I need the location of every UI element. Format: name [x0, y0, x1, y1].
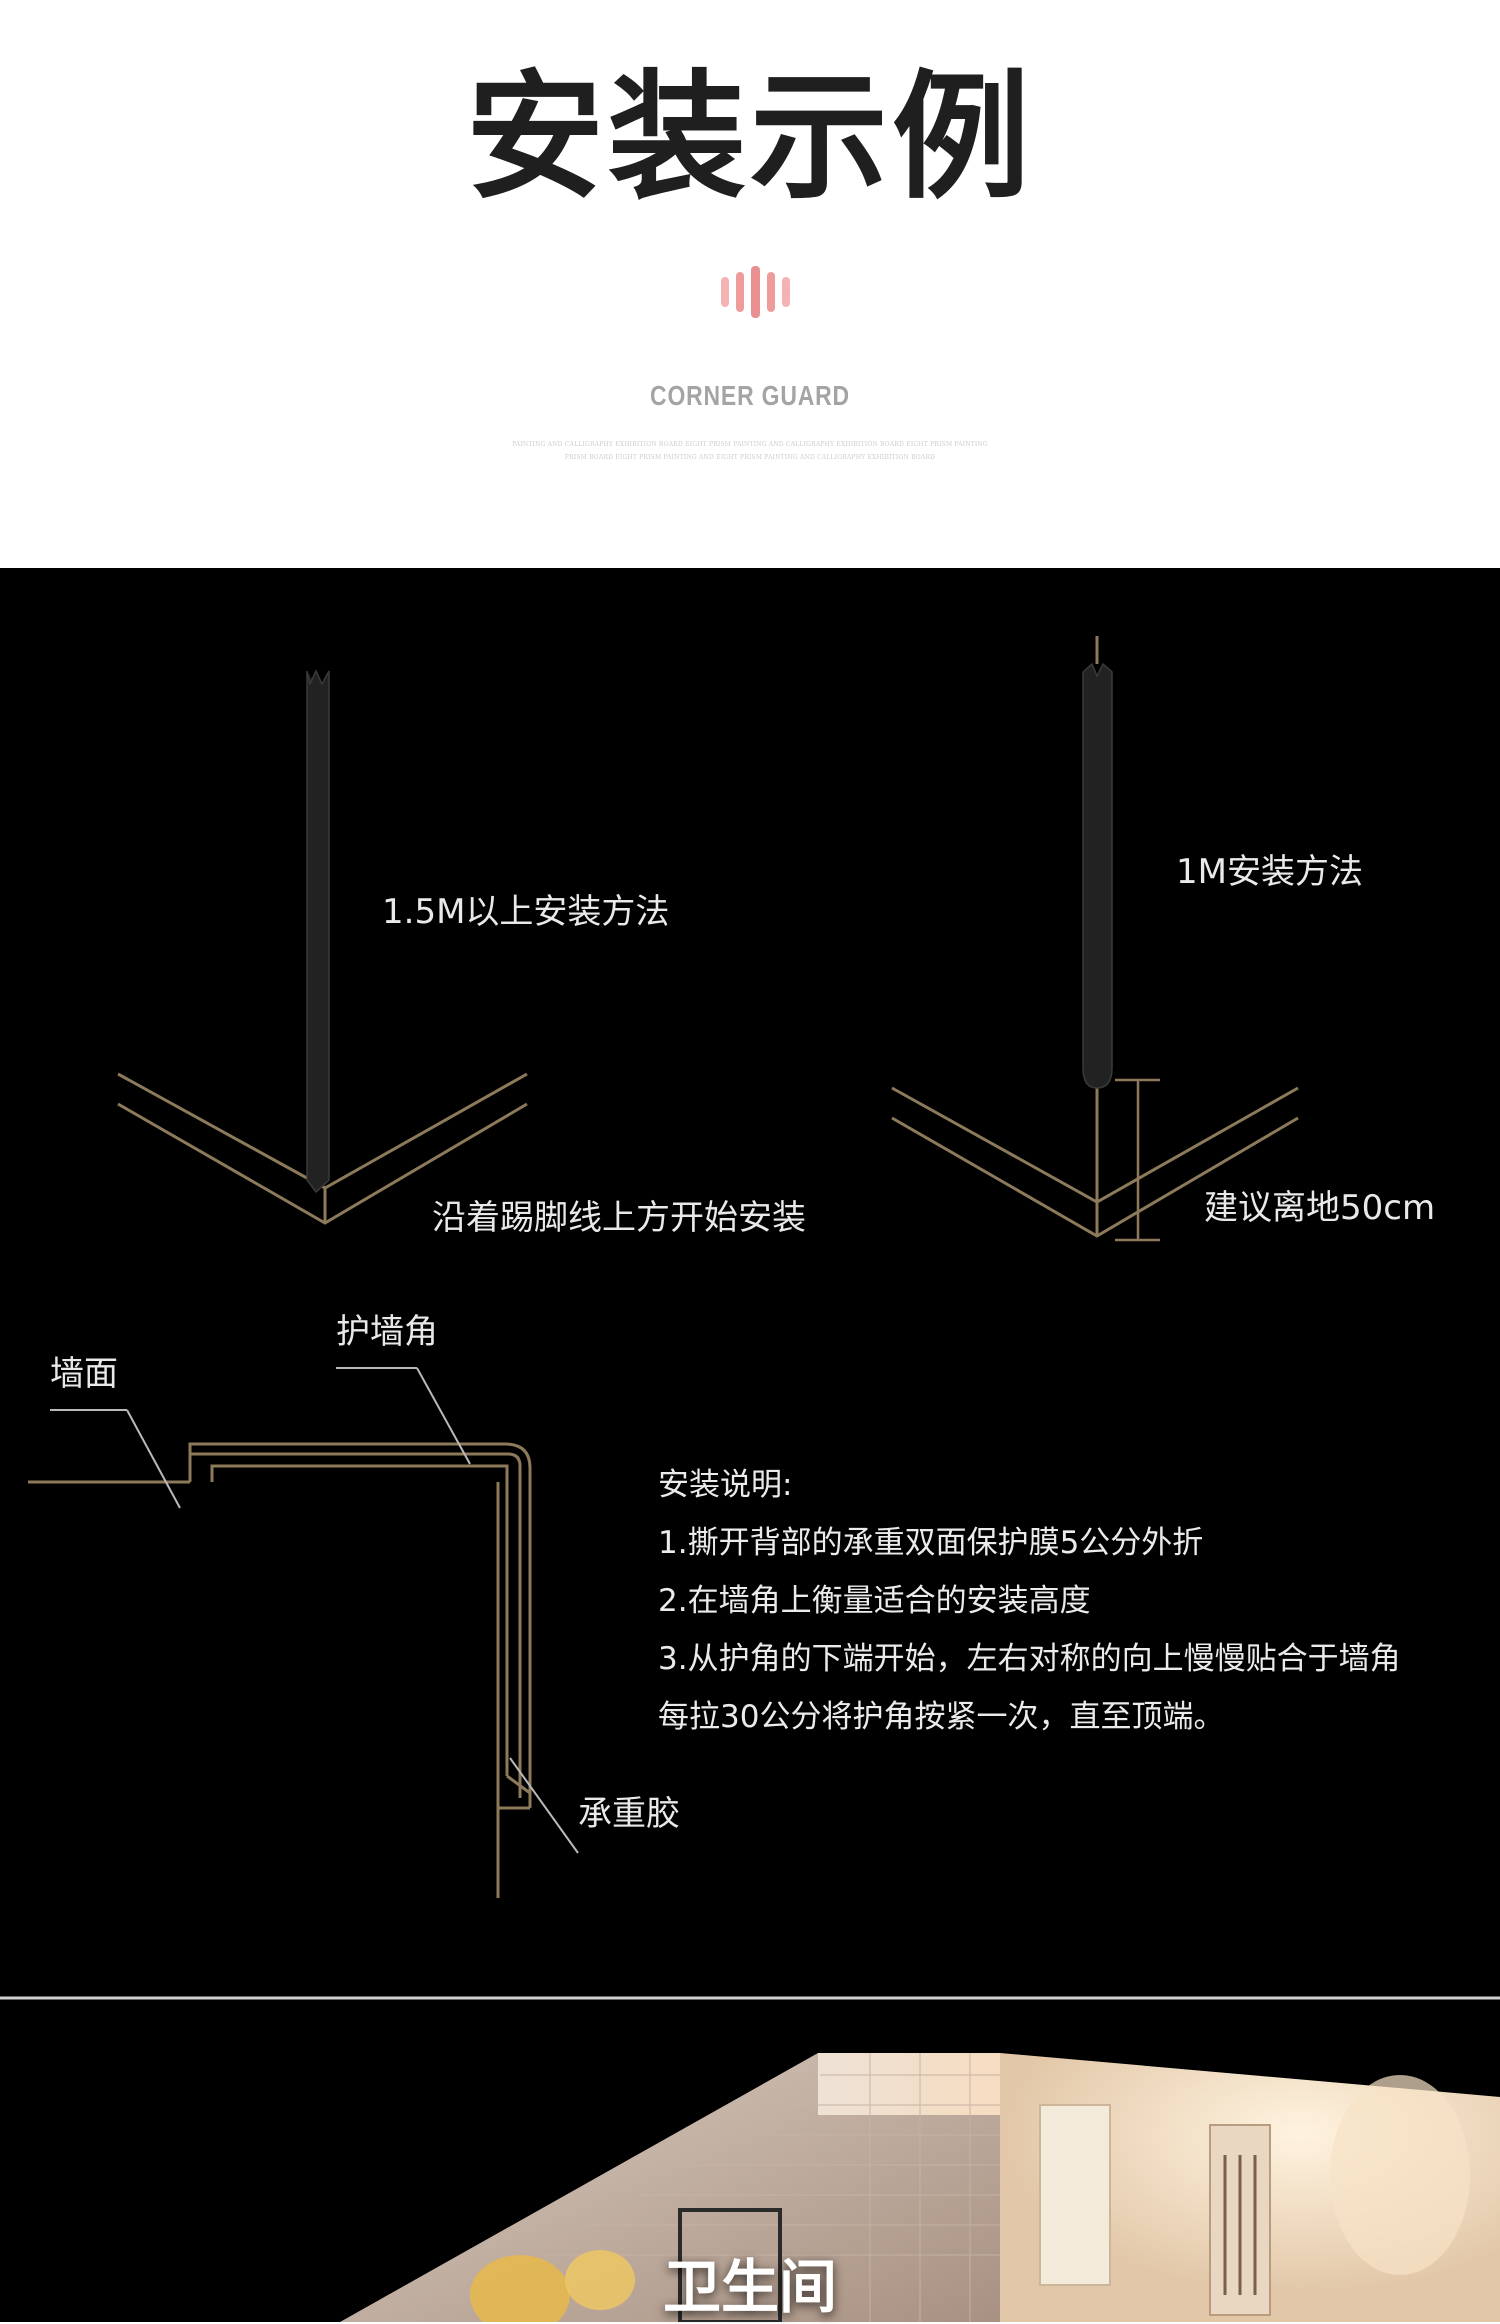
method-short-caption: 建议离地50cm [1204, 1188, 1436, 1228]
room-title: 卫生间 [662, 2253, 837, 2321]
installation-diagram-section: 1.5M以上安装方法 沿着踢脚线上方开始安装 1M安装方法 建议离地50cm 护… [0, 568, 1500, 1995]
notes-heading: 安装说明: [658, 1467, 793, 1503]
method-long-caption: 沿着踢脚线上方开始安装 [432, 1198, 806, 1238]
cross-section-diagram [28, 1442, 532, 1898]
fine-print-line-1: PAINTING AND CALLIGRAPHY EXHIBITION BOAR… [512, 441, 988, 448]
corner-guard-long-icon [306, 669, 330, 1194]
header-section: 安装示例 CORNER GUARD PAINTING AND CALLIGRAP… [0, 0, 1500, 568]
corner-guard-short-icon [1082, 662, 1113, 1089]
page-title: 安装示例 [465, 57, 1034, 218]
installation-diagram [28, 636, 1299, 1898]
label-glue: 承重胶 [578, 1794, 680, 1834]
label-corner-guard: 护墙角 [336, 1312, 438, 1352]
baseboard-corner-right [891, 636, 1299, 1238]
label-wall: 墙面 [50, 1354, 118, 1394]
leader-lines [50, 1367, 579, 1854]
installation-notes: 安装说明: 1.撕开背部的承重双面保护膜5公分外折 2.在墙角上衡量适合的安装高… [658, 1456, 1401, 1746]
notes-step: 2.在墙角上衡量适合的安装高度 [658, 1583, 1091, 1619]
notes-step: 每拉30公分将护角按紧一次，直至顶端。 [658, 1699, 1225, 1735]
method-long-title: 1.5M以上安装方法 [382, 892, 670, 932]
bathroom-scene-image [0, 1995, 1500, 2322]
bathroom-photo [0, 1995, 1500, 2322]
fine-print-line-2: PRISM BOARD EIGHT PRISM PAINTING AND EIG… [564, 454, 936, 461]
subtitle: CORNER GUARD [650, 380, 850, 411]
baseboard-corner-left [117, 1072, 528, 1225]
height-dimension-marker [1115, 1078, 1160, 1242]
method-short-title: 1M安装方法 [1176, 852, 1363, 892]
notes-step: 1.撕开背部的承重双面保护膜5公分外折 [658, 1525, 1204, 1561]
notes-step: 3.从护角的下端开始，左右对称的向上慢慢贴合于墙角 [658, 1641, 1401, 1677]
